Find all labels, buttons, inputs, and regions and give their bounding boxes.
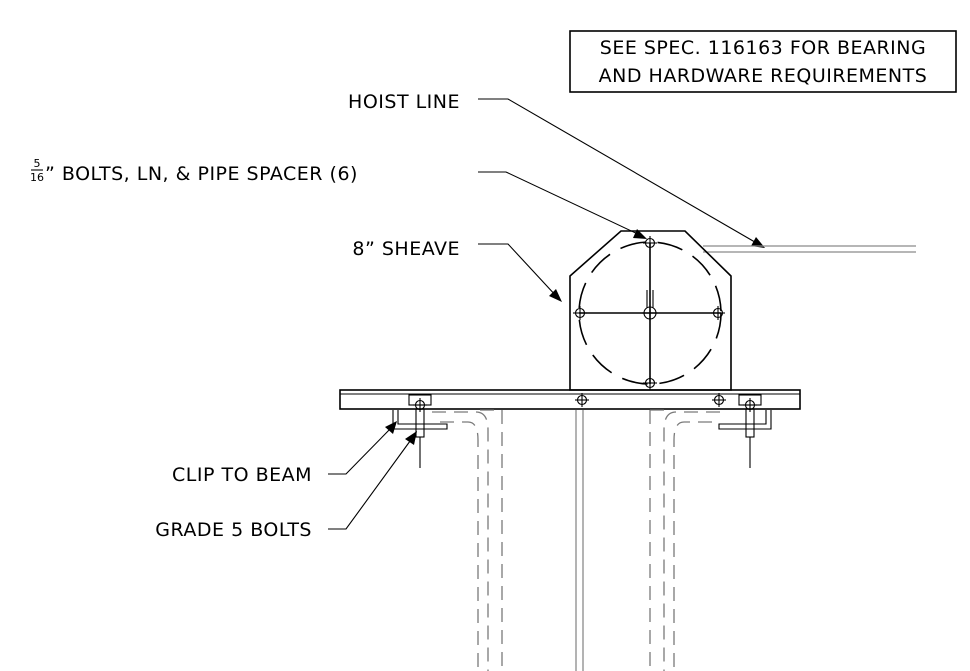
right-bolt-shank: [745, 408, 755, 438]
bolt-symbol-plate-right: [712, 393, 726, 407]
hoist-line-leader: [478, 98, 765, 248]
grade-5-bolts-arrowhead: [405, 431, 417, 445]
bolt-symbol-center: [642, 305, 658, 321]
sheave-housing: [569, 230, 732, 391]
left-bolt-shank: [415, 408, 425, 438]
right-beam-hidden-lines: [649, 409, 720, 671]
hoist-line-arrowhead: [751, 237, 765, 248]
bolt-symbol-top: [643, 236, 657, 250]
bolt-symbols: [573, 236, 726, 407]
left-beam-clip: [392, 394, 448, 468]
left-beam-hidden-lines: [432, 409, 503, 671]
bolt-symbol-bottom: [643, 376, 657, 390]
right-beam-clip: [718, 394, 772, 468]
clip-leader: [328, 421, 397, 475]
bolts-leader: [478, 171, 647, 239]
hoist-line-rope: [703, 245, 916, 253]
bolts-fraction-numerator: 5: [34, 157, 41, 170]
grade-5-bolts-leader: [328, 431, 417, 530]
bolt-symbol-left: [573, 306, 587, 320]
spec-note-box: [569, 30, 957, 93]
sheave-arrowhead: [549, 289, 562, 302]
spec-note-line-1: SEE SPEC. 116163 FOR BEARING: [600, 37, 926, 59]
hoist-line-label: HOIST LINE: [348, 91, 460, 113]
clip-arrowhead: [385, 421, 397, 434]
spec-note-line-2: AND HARDWARE REQUIREMENTS: [599, 65, 928, 87]
bolt-symbol-right: [711, 306, 725, 320]
bolts-label: 5 16 ” BOLTS, LN, & PIPE SPACER (6): [30, 157, 358, 185]
bolt-symbol-plate-left: [575, 393, 589, 407]
grade-5-bolts-label: GRADE 5 BOLTS: [155, 519, 312, 541]
sheave-label: 8” SHEAVE: [352, 238, 460, 260]
spec-note: SEE SPEC. 116163 FOR BEARING AND HARDWAR…: [569, 30, 957, 93]
clip-to-beam-label: CLIP TO BEAM: [172, 464, 312, 486]
center-pipe-lines: [575, 410, 584, 671]
bolts-fraction-denominator: 16: [30, 171, 44, 184]
sheave-leader: [478, 243, 562, 302]
bolts-label-text: ” BOLTS, LN, & PIPE SPACER (6): [45, 163, 358, 185]
